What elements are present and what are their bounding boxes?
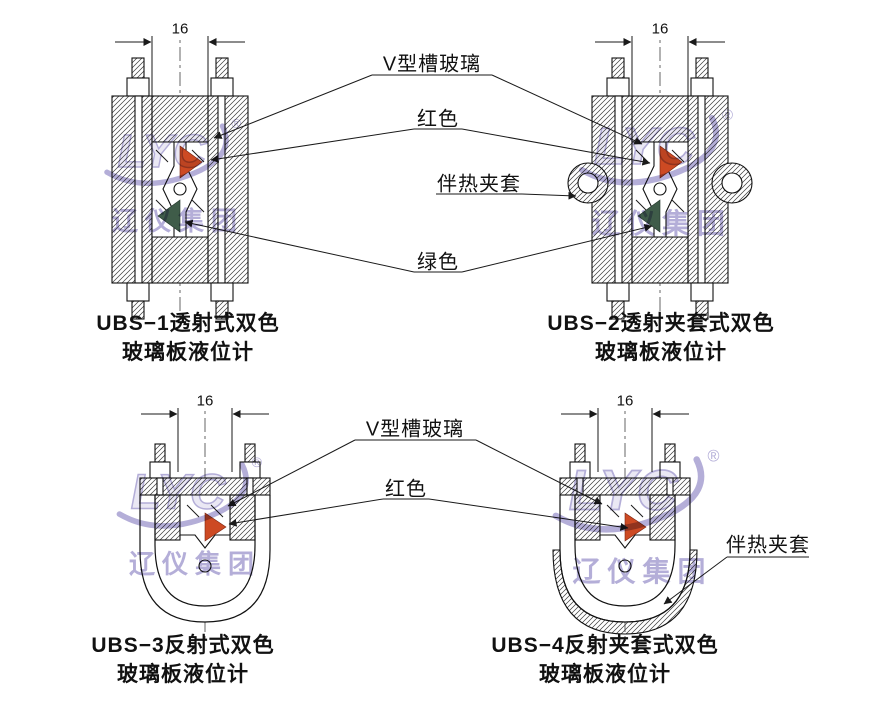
ubs4-section-drawing	[552, 393, 698, 642]
heat-jacket-right	[711, 162, 753, 204]
caption-ubs4-line2: 玻璃板液位计	[539, 663, 671, 686]
callout-v-groove-glass-top: V型槽玻璃	[382, 53, 482, 76]
dimension-16-ubs1: 16	[168, 20, 192, 38]
caption-ubs2-line1: UBS−2透射夹套式双色	[547, 312, 775, 335]
ubs2-section-drawing	[567, 22, 753, 319]
caption-ubs2-line2: 玻璃板液位计	[595, 341, 727, 364]
callout-v-groove-glass-bottom: V型槽玻璃	[365, 418, 465, 441]
callout-heat-jacket-top: 伴热夹套	[437, 173, 521, 196]
caption-ubs4-line1: UBS−4反射夹套式双色	[491, 634, 719, 657]
caption-ubs1-line1: UBS−1透射式双色	[96, 312, 280, 335]
caption-ubs1-line2: 玻璃板液位计	[122, 341, 254, 364]
callout-red-top: 红色	[417, 108, 459, 131]
heat-jacket-left	[567, 162, 609, 204]
callout-red-bottom: 红色	[385, 478, 427, 501]
callout-heat-jacket-bottom: 伴热夹套	[726, 534, 810, 557]
caption-ubs3-line1: UBS−3反射式双色	[91, 634, 275, 657]
heat-jacket-bottom	[552, 549, 698, 635]
ubs1-section-drawing	[112, 22, 248, 319]
dimension-16-ubs3: 16	[193, 392, 217, 410]
callout-green: 绿色	[417, 251, 459, 274]
dimension-16-ubs4: 16	[613, 392, 637, 410]
dimension-16-ubs2: 16	[648, 20, 672, 38]
caption-ubs3-line2: 玻璃板液位计	[117, 663, 249, 686]
ubs3-section-drawing	[140, 393, 270, 642]
